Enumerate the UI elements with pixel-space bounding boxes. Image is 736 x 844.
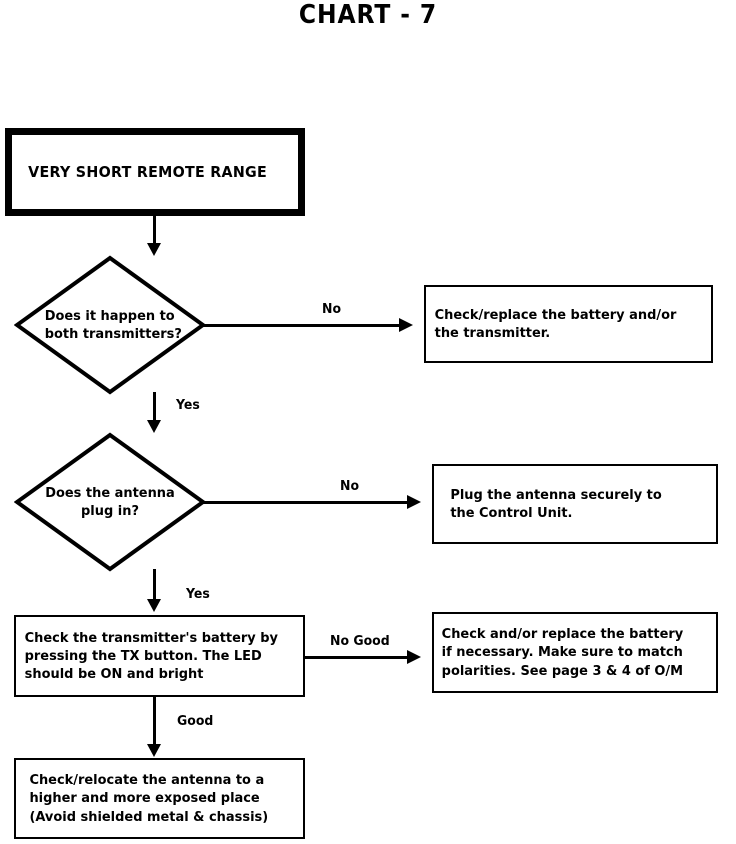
edge-label-process-no-good: No Good [330, 634, 390, 649]
diamond-shape-icon [14, 255, 206, 395]
outcome-check-replace-battery-polarities: Check and/or replace the battery if nece… [432, 612, 718, 693]
connector-process-no-good [303, 656, 411, 659]
connector-decision1-no [203, 324, 403, 327]
process-relocate-antenna-label: Check/relocate the antenna to a higher a… [29, 772, 269, 825]
outcome-plug-antenna: Plug the antenna securely to the Control… [432, 464, 718, 544]
arrow-decision1-yes [147, 420, 161, 433]
decision-both-transmitters: Does it happen to both transmitters? [14, 255, 206, 395]
outcome-check-replace-battery-transmitter: Check/replace the battery and/or the tra… [424, 285, 713, 363]
arrow-start-to-decision1 [147, 243, 161, 256]
arrow-process-good [147, 744, 161, 757]
start-node: VERY SHORT REMOTE RANGE [5, 128, 305, 216]
connector-process-good-lower [153, 730, 156, 748]
process-check-tx-battery: Check the transmitter's battery by press… [14, 615, 305, 697]
connector-start-to-decision1 [153, 216, 156, 248]
connector-decision2-yes [153, 569, 156, 603]
edge-label-decision2-yes: Yes [186, 587, 210, 602]
arrow-decision1-no [399, 318, 413, 332]
start-node-label: VERY SHORT REMOTE RANGE [28, 162, 268, 181]
process-check-tx-battery-label: Check the transmitter's battery by press… [24, 629, 278, 683]
page-title: CHART - 7 [298, 0, 438, 30]
edge-label-decision1-no: No [322, 302, 342, 317]
decision-both-transmitters-label: Does it happen to both transmitters? [44, 307, 182, 342]
edge-label-process-good: Good [177, 714, 214, 729]
decision-antenna-plug-label: Does the antenna plug in? [45, 484, 175, 519]
edge-label-decision1-yes: Yes [176, 398, 200, 413]
arrow-process-no-good [407, 650, 421, 664]
outcome-check-replace-battery-transmitter-label: Check/replace the battery and/or the tra… [434, 306, 677, 341]
diamond-shape-icon [14, 432, 206, 572]
connector-decision2-no [203, 501, 411, 504]
connector-process-good [153, 696, 156, 730]
connector-decision1-yes [153, 392, 156, 426]
outcome-check-replace-battery-polarities-label: Check and/or replace the battery if nece… [441, 626, 684, 679]
outcome-plug-antenna-label: Plug the antenna securely to the Control… [450, 486, 662, 521]
process-relocate-antenna: Check/relocate the antenna to a higher a… [14, 758, 305, 839]
edge-label-decision2-no: No [340, 479, 360, 494]
decision-antenna-plug: Does the antenna plug in? [14, 432, 206, 572]
arrow-decision2-no [407, 495, 421, 509]
arrow-decision2-yes [147, 599, 161, 612]
